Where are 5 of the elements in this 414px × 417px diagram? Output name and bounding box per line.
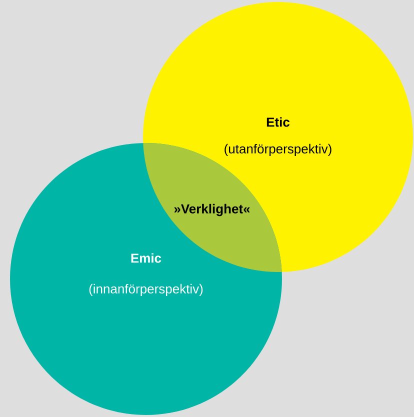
circle-subtitle: (innanförperspektiv): [89, 284, 203, 296]
circle-title: Etic: [266, 117, 290, 127]
circle-title: Emic: [131, 253, 162, 263]
overlap-label: »Verklighet«: [174, 204, 250, 216]
circle-subtitle: (utanförperspektiv): [224, 144, 332, 156]
